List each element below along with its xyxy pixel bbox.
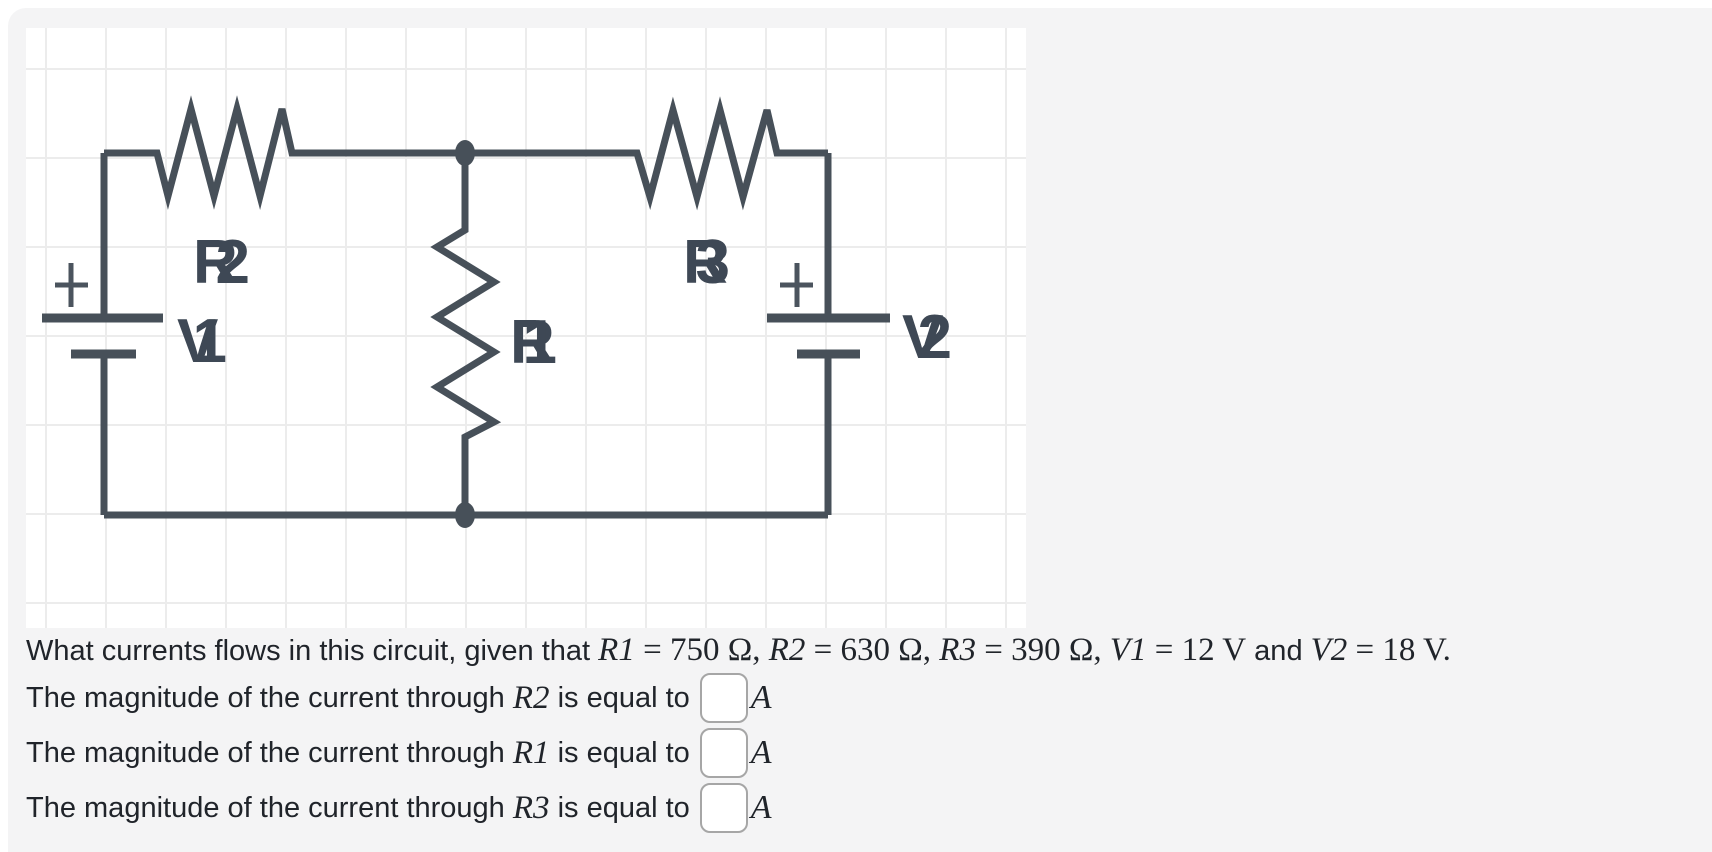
r3-label: R3 [683, 228, 730, 297]
answer-row-r2: The magnitude of the current through R2 … [26, 672, 772, 724]
math-r3: R3 [512, 789, 550, 826]
unit-ampere: A [750, 679, 772, 716]
current-r2-input[interactable] [699, 673, 748, 723]
math-r3: R3 [939, 632, 976, 668]
answer-row-r3: The magnitude of the current through R3 … [26, 782, 772, 834]
math-r1: R1 [598, 632, 635, 668]
r2-label: R2 [193, 228, 250, 297]
v2-plus-icon [780, 263, 813, 307]
unit-ampere: A [750, 789, 772, 826]
math-v1: V1 [1109, 632, 1147, 668]
circuit-canvas: R2 V1 R1 R3 V2 [26, 28, 1026, 628]
circuit-diagram: R2 V1 R1 R3 V2 [42, 95, 952, 528]
r1-resistor [430, 153, 502, 515]
r2-resistor [104, 95, 465, 210]
question-intro: What currents flows in this circuit, giv… [26, 635, 599, 667]
question-text: What currents flows in this circuit, giv… [26, 632, 1451, 668]
math-v2: V2 [1310, 632, 1348, 668]
math-r1: R1 [512, 734, 550, 771]
v1-label: V1 [177, 307, 227, 376]
math-r2: R2 [512, 679, 550, 716]
bottom-junction-dot [455, 502, 475, 528]
answer-row-r1: The magnitude of the current through R1 … [26, 727, 772, 779]
math-r2: R2 [768, 632, 806, 668]
current-r1-input[interactable] [699, 728, 748, 778]
top-junction-dot [455, 140, 475, 166]
v2-label: V2 [902, 303, 952, 372]
r1-label: R1 [510, 308, 557, 377]
v1-plus-icon [55, 263, 88, 307]
unit-ampere: A [750, 734, 772, 771]
current-r3-input[interactable] [699, 783, 748, 833]
r3-resistor [465, 96, 828, 211]
